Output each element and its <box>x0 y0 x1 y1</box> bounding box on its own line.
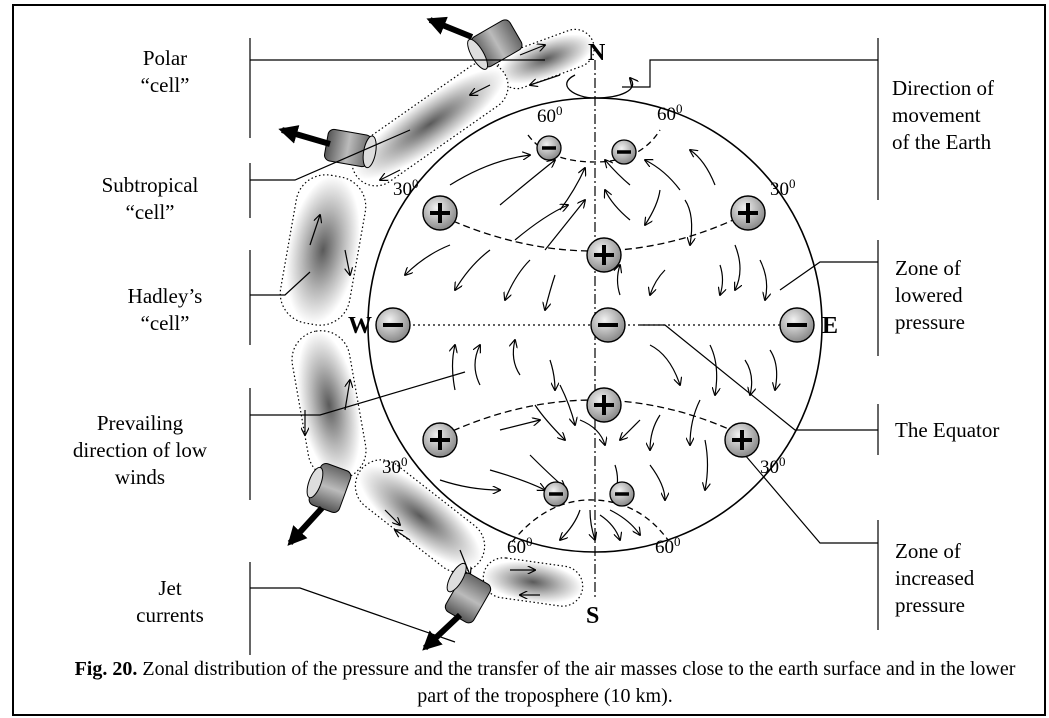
high-pressure-marker <box>724 422 760 458</box>
high-pressure-marker <box>422 195 458 231</box>
latitude-label: 300 <box>760 454 786 478</box>
high-pressure-marker <box>586 237 622 273</box>
hadley-cell-label: Hadley’s “cell” <box>127 284 203 335</box>
latitude-label: 600 <box>655 534 681 558</box>
figure-frame <box>12 4 1046 716</box>
lowered-pressure-label: Zone of lowered pressure <box>895 256 965 334</box>
leader-lines <box>249 38 879 655</box>
polar-cell-label: Polar “cell” <box>140 46 190 97</box>
south-pole-label: S <box>586 603 600 629</box>
low-pressure-marker <box>611 139 637 165</box>
north-pole-label: N <box>588 40 606 66</box>
low-pressure-marker <box>543 481 569 507</box>
circulation-cells <box>279 28 595 607</box>
wind-arrows <box>405 150 777 540</box>
cell-arrows <box>305 45 561 595</box>
increased-pressure-label: Zone of increased pressure <box>895 539 975 617</box>
low-pressure-marker <box>375 307 411 343</box>
low-pressure-marker <box>609 481 635 507</box>
prevailing-winds-label: Prevailing direction of low winds <box>72 411 208 489</box>
high-pressure-marker <box>586 387 622 423</box>
latitude-label: 600 <box>657 101 683 125</box>
north-polar-belt <box>527 129 661 163</box>
latitude-label: 300 <box>393 176 419 200</box>
rotation-arrow <box>566 74 633 99</box>
subtropical-cell-label: Subtropical “cell” <box>101 173 199 224</box>
low-pressure-marker <box>779 307 815 343</box>
figure-number: Fig. 20. <box>74 658 138 680</box>
latitude-label: 600 <box>507 534 533 558</box>
jet-currents-label: Jet currents <box>136 576 204 627</box>
low-pressure-marker <box>590 307 626 343</box>
earth-movement-label: Direction of movement of the Earth <box>892 76 995 154</box>
equator-label: The Equator <box>895 418 1000 442</box>
pressure-markers <box>375 135 815 507</box>
latitude-label: 600 <box>537 103 563 127</box>
high-pressure-marker <box>422 422 458 458</box>
caption-text: Zonal distribution of the pressure and t… <box>142 658 1016 707</box>
high-pressure-marker <box>730 195 766 231</box>
latitude-label: 300 <box>770 176 796 200</box>
low-pressure-marker <box>536 135 562 161</box>
figure-caption: Fig. 20. Zonal distribution of the press… <box>60 656 1030 710</box>
west-label: W <box>348 313 372 339</box>
east-label: E <box>822 313 839 339</box>
jet-currents <box>278 16 523 651</box>
latitude-label: 300 <box>382 454 408 478</box>
south-polar-belt <box>511 499 669 543</box>
